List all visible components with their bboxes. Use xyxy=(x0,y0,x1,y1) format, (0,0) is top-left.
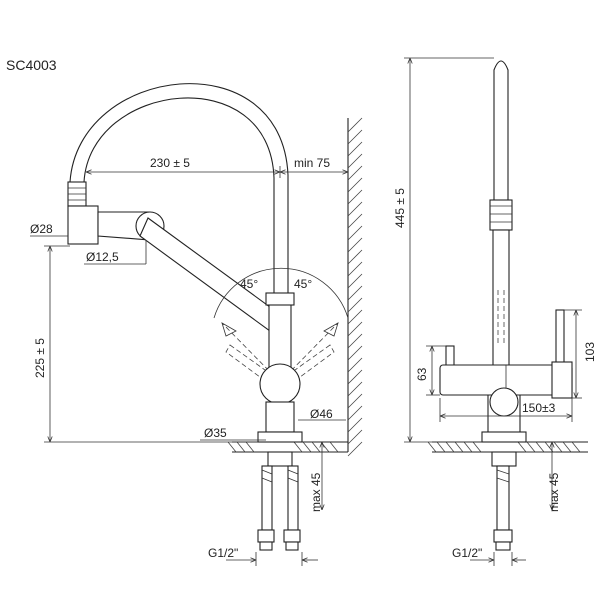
deck-left xyxy=(227,441,348,453)
base-flange xyxy=(257,431,303,443)
dim-spout-diameter: Ø28 xyxy=(30,222,53,236)
dim-base-diameter: Ø35 xyxy=(204,426,227,440)
front-lever-right xyxy=(555,309,565,371)
spout-head xyxy=(67,205,99,245)
dim-body-diameter: Ø46 xyxy=(310,407,333,421)
dim-wall-clearance: min 75 xyxy=(294,156,330,170)
dim-spout-height: 225 ± 5 xyxy=(33,338,47,378)
front-base-flange xyxy=(481,431,527,443)
front-supply-hose xyxy=(493,465,513,551)
supply-hose-left xyxy=(257,465,275,551)
dim-lever-height: 103 xyxy=(583,342,597,362)
dim-thread-right: G1/2" xyxy=(452,546,482,560)
spout-curve-outer xyxy=(69,83,289,300)
dim-total-height: 445 ± 5 xyxy=(393,188,407,228)
wall xyxy=(347,117,363,457)
front-spout-top xyxy=(493,60,509,200)
dim-body-height: 63 xyxy=(415,367,429,381)
base-stem xyxy=(265,401,295,433)
front-spout-lower xyxy=(492,229,510,371)
body-collar xyxy=(265,292,295,306)
mixer-body xyxy=(259,363,301,405)
body-column xyxy=(268,299,292,371)
front-body-cap-right xyxy=(551,361,573,399)
front-spout-collar xyxy=(489,199,513,231)
side-view: 45° 45° 230 ± 5 min 7 xyxy=(30,83,363,566)
dim-outlet-diameter: Ø12,5 xyxy=(86,250,119,264)
dim-thread-left: G1/2" xyxy=(208,546,238,560)
model-label: SC4003 xyxy=(6,57,57,73)
angle-label-right: 45° xyxy=(294,277,312,291)
angle-label-left: 45° xyxy=(240,277,258,291)
mounting-stud xyxy=(267,451,293,467)
dim-spout-reach: 230 ± 5 xyxy=(150,156,190,170)
rotation-arc xyxy=(213,267,349,319)
front-mounting-stud xyxy=(491,451,517,467)
supply-hose-right xyxy=(283,465,301,551)
front-base-ring xyxy=(489,387,519,417)
dim-max-deck-right: max 45 xyxy=(547,472,561,512)
swivel-arm xyxy=(139,217,286,335)
dim-body-width: 150±3 xyxy=(522,401,556,415)
spout-curve-inner xyxy=(83,97,275,300)
front-view: 445 ± 5 63 103 150±3 max 45 G1/2" xyxy=(393,57,597,566)
deck-right xyxy=(427,441,588,453)
dim-max-deck-left: max 45 xyxy=(309,472,323,512)
